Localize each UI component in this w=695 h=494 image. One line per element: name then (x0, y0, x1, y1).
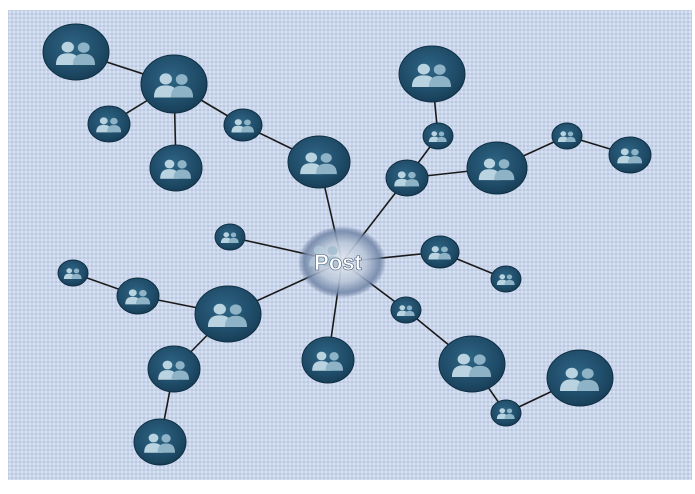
user-node (87, 105, 131, 143)
user-node (133, 418, 187, 466)
user-node (385, 159, 429, 197)
user-node-circle (466, 141, 528, 195)
user-node (422, 122, 454, 150)
user-node (147, 345, 201, 393)
post-label: Post (314, 250, 362, 275)
user-node-circle (438, 335, 506, 393)
user-node-circle (147, 345, 201, 393)
post-node: Post (298, 226, 386, 298)
user-node-circle (420, 235, 460, 269)
user-node (42, 23, 110, 81)
user-node-circle (57, 259, 89, 287)
user-node-circle (194, 285, 262, 343)
user-node (546, 349, 614, 407)
user-node-circle (608, 136, 652, 174)
user-node (438, 335, 506, 393)
user-node (608, 136, 652, 174)
user-node-circle (133, 418, 187, 466)
user-node (490, 399, 522, 427)
user-node-circle (422, 122, 454, 150)
user-node (490, 265, 522, 293)
user-node (194, 285, 262, 343)
user-node (466, 141, 528, 195)
user-node-circle (214, 223, 246, 251)
user-node (420, 235, 460, 269)
user-node (398, 45, 466, 103)
user-node-circle (490, 399, 522, 427)
user-node-circle (287, 135, 351, 189)
user-node (301, 336, 355, 384)
user-node-circle (390, 296, 422, 324)
user-node-circle (301, 336, 355, 384)
user-node (140, 54, 208, 114)
user-node-circle (546, 349, 614, 407)
user-node-circle (87, 105, 131, 143)
user-node (57, 259, 89, 287)
user-node-circle (42, 23, 110, 81)
user-node-circle (398, 45, 466, 103)
user-node-circle (149, 144, 203, 192)
user-node-circle (140, 54, 208, 114)
user-node (116, 277, 160, 315)
user-node-circle (551, 122, 583, 150)
user-node (287, 135, 351, 189)
user-node (149, 144, 203, 192)
post-glow (298, 226, 386, 298)
user-nodes (42, 23, 652, 466)
user-node (390, 296, 422, 324)
user-node-circle (116, 277, 160, 315)
user-node-circle (385, 159, 429, 197)
user-node (551, 122, 583, 150)
user-node-circle (223, 108, 263, 142)
user-node (223, 108, 263, 142)
user-node-circle (490, 265, 522, 293)
user-node (214, 223, 246, 251)
